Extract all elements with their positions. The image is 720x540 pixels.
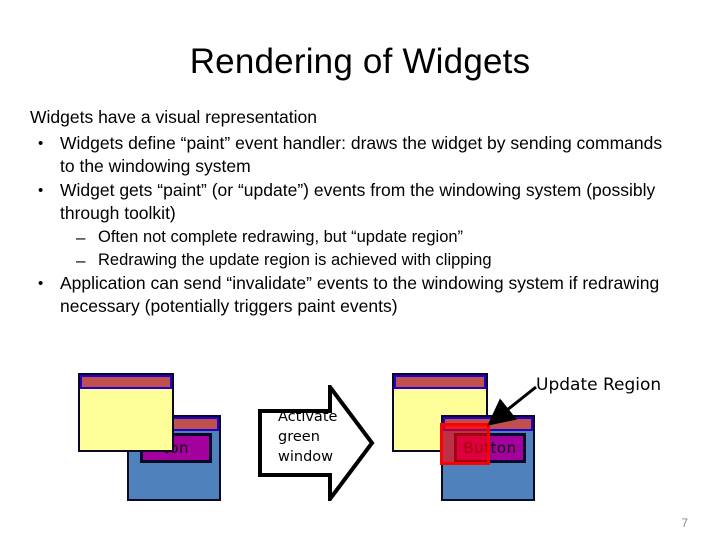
- yellow-window-left: [78, 373, 174, 452]
- titlebar-right-yellow: [394, 375, 486, 389]
- sub-bullet-text: Often not complete redrawing, but “updat…: [98, 227, 464, 246]
- bullet-text: Widgets define “paint” event handler: dr…: [60, 132, 663, 177]
- intro-line: Widgets have a visual representation: [30, 107, 317, 127]
- block-arrow-text: Activate green window: [278, 407, 364, 467]
- bullet-text: Application can send “invalidate” events…: [60, 272, 660, 317]
- bullet-marker-icon: •: [38, 274, 44, 292]
- block-arrow-line-3: window: [278, 449, 334, 465]
- slide-body: Widgets have a visual representation • W…: [30, 106, 690, 319]
- bullet-item-1: • Widgets define “paint” event handler: …: [38, 132, 690, 179]
- bullet-text: Widget gets “paint” (or “update”) events…: [60, 179, 656, 224]
- bullet-item-3: • Application can send “invalidate” even…: [38, 272, 690, 319]
- sub-bullet-text: Redrawing the update region is achieved …: [98, 250, 492, 269]
- bullet-marker-icon: •: [38, 134, 44, 152]
- diagram: ton Activate green window: [0, 360, 720, 520]
- activate-green-window-arrow: Activate green window: [256, 381, 376, 505]
- block-arrow-shape: [258, 381, 375, 505]
- block-arrow-line-2: green: [278, 429, 320, 445]
- dash-marker-icon: –: [76, 250, 86, 270]
- sub-bullet-item-2: – Redrawing the update region is achieve…: [76, 249, 690, 272]
- dash-marker-icon: –: [76, 227, 86, 247]
- block-arrow-line-1: Activate: [278, 409, 338, 425]
- button-left[interactable]: ton: [140, 433, 212, 463]
- page-title: Rendering of Widgets: [189, 42, 531, 81]
- bullet-item-2: • Widget gets “paint” (or “update”) even…: [38, 179, 690, 226]
- bullet-marker-icon: •: [38, 181, 44, 199]
- titlebar-left-yellow: [80, 375, 172, 389]
- sub-bullet-item-1: – Often not complete redrawing, but “upd…: [76, 226, 690, 249]
- update-region-label: Update Region: [536, 375, 662, 395]
- page-number: 7: [681, 516, 688, 530]
- update-region-rect: [440, 423, 490, 465]
